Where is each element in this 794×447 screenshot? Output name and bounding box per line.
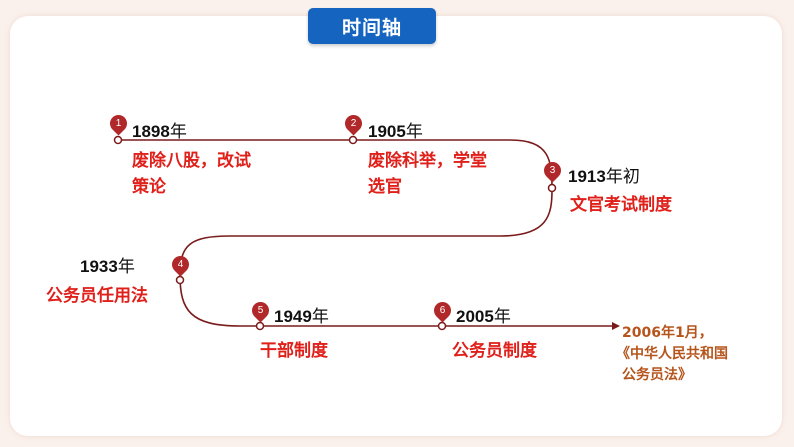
- pin-number-2: 2: [350, 118, 357, 129]
- year-unit-4: 年: [117, 257, 135, 276]
- node-dot-2: [348, 135, 358, 145]
- event-1-line2: 策论: [132, 177, 166, 197]
- year-unit-1: 年: [169, 122, 187, 141]
- year-value-5: 1949: [274, 307, 312, 326]
- year-unit-2: 年: [405, 122, 423, 141]
- event-1-line1: 废除八股，改试: [132, 151, 251, 171]
- year-unit-3: 年初: [605, 167, 640, 186]
- event-5: 干部制度: [260, 338, 328, 364]
- timeline-arrowhead: [612, 322, 620, 330]
- final-line1: 2006年1月，: [622, 325, 713, 341]
- event-2-line1: 废除科举，学堂: [368, 151, 487, 171]
- page-title: 时间轴: [308, 8, 436, 44]
- node-dot-4: [175, 275, 185, 285]
- content-card: [10, 16, 782, 436]
- final-event: 2006年1月， 《中华人民共和国 公务员法》: [616, 323, 728, 386]
- node-dot-3: [547, 183, 557, 193]
- year-label-5: 1949年: [274, 302, 329, 327]
- year-unit-5: 年: [311, 307, 329, 326]
- node-dot-5: [255, 321, 265, 331]
- pin-number-5: 5: [257, 305, 264, 316]
- year-label-4: 1933年: [80, 252, 135, 277]
- event-4-line1: 公务员任用法: [46, 286, 148, 306]
- node-dot-6: [437, 321, 447, 331]
- year-value-6: 2005: [456, 307, 494, 326]
- year-value-3: 1913: [568, 167, 606, 186]
- node-dot-1: [113, 135, 123, 145]
- year-label-2: 1905年: [368, 117, 423, 142]
- event-5-line1: 干部制度: [260, 341, 328, 361]
- year-label-1: 1898年: [132, 117, 187, 142]
- pin-number-4: 4: [177, 259, 184, 270]
- year-label-3: 1913年初: [568, 162, 640, 187]
- event-6-line1: 公务员制度: [452, 341, 537, 361]
- event-2: 废除科举，学堂 选官: [368, 148, 487, 200]
- year-value-2: 1905: [368, 122, 406, 141]
- year-unit-6: 年: [493, 307, 511, 326]
- pin-number-3: 3: [549, 165, 556, 176]
- final-line3: 公务员法》: [622, 367, 692, 383]
- event-6: 公务员制度: [452, 338, 537, 364]
- event-3-line1: 文官考试制度: [570, 195, 672, 215]
- event-4: 公务员任用法: [46, 283, 148, 309]
- event-1: 废除八股，改试 策论: [132, 148, 251, 200]
- pin-number-1: 1: [115, 118, 122, 129]
- year-value-4: 1933: [80, 257, 118, 276]
- year-label-6: 2005年: [456, 302, 511, 327]
- event-3: 文官考试制度: [570, 192, 672, 218]
- year-value-1: 1898: [132, 122, 170, 141]
- pin-number-6: 6: [439, 305, 446, 316]
- final-line2: 《中华人民共和国: [616, 346, 728, 362]
- event-2-line2: 选官: [368, 177, 402, 197]
